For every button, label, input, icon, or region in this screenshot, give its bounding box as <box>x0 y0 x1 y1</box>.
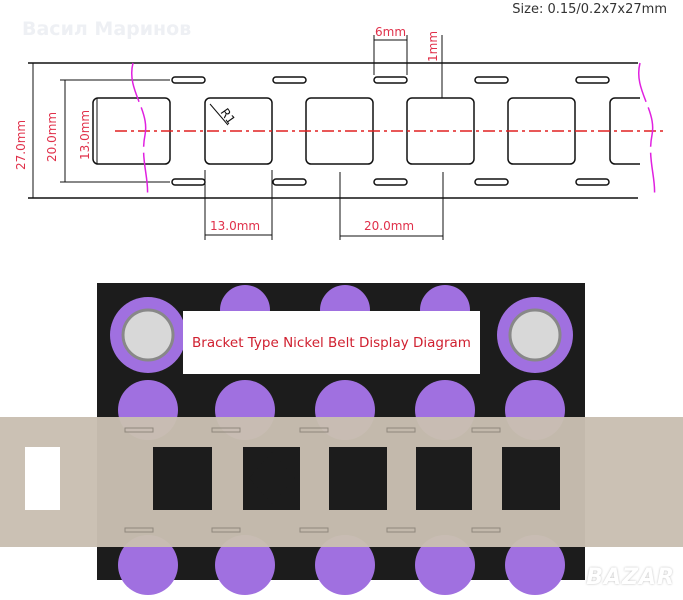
photo-label: Bracket Type Nickel Belt Display Diagram <box>192 334 471 351</box>
size-note: Size: 0.15/0.2x7x27mm <box>512 2 667 17</box>
dim-radius: R1 <box>218 106 239 127</box>
photo-label-box: Bracket Type Nickel Belt Display Diagram <box>183 311 480 374</box>
dim-window-width: 13.0mm <box>210 219 260 233</box>
dim-window-height: 13.0mm <box>78 110 92 160</box>
watermark-author: Васил Маринов <box>22 18 192 40</box>
dim-slot-length: 6mm <box>375 25 406 39</box>
dim-pitch: 20.0mm <box>364 219 414 233</box>
holder-photo <box>0 283 683 595</box>
watermark-bazar: BAZAR <box>586 565 675 590</box>
dim-slot-span: 20.0mm <box>45 112 59 162</box>
dim-gap: 1mm <box>426 31 440 62</box>
dim-total-width: 27.0mm <box>14 120 28 170</box>
